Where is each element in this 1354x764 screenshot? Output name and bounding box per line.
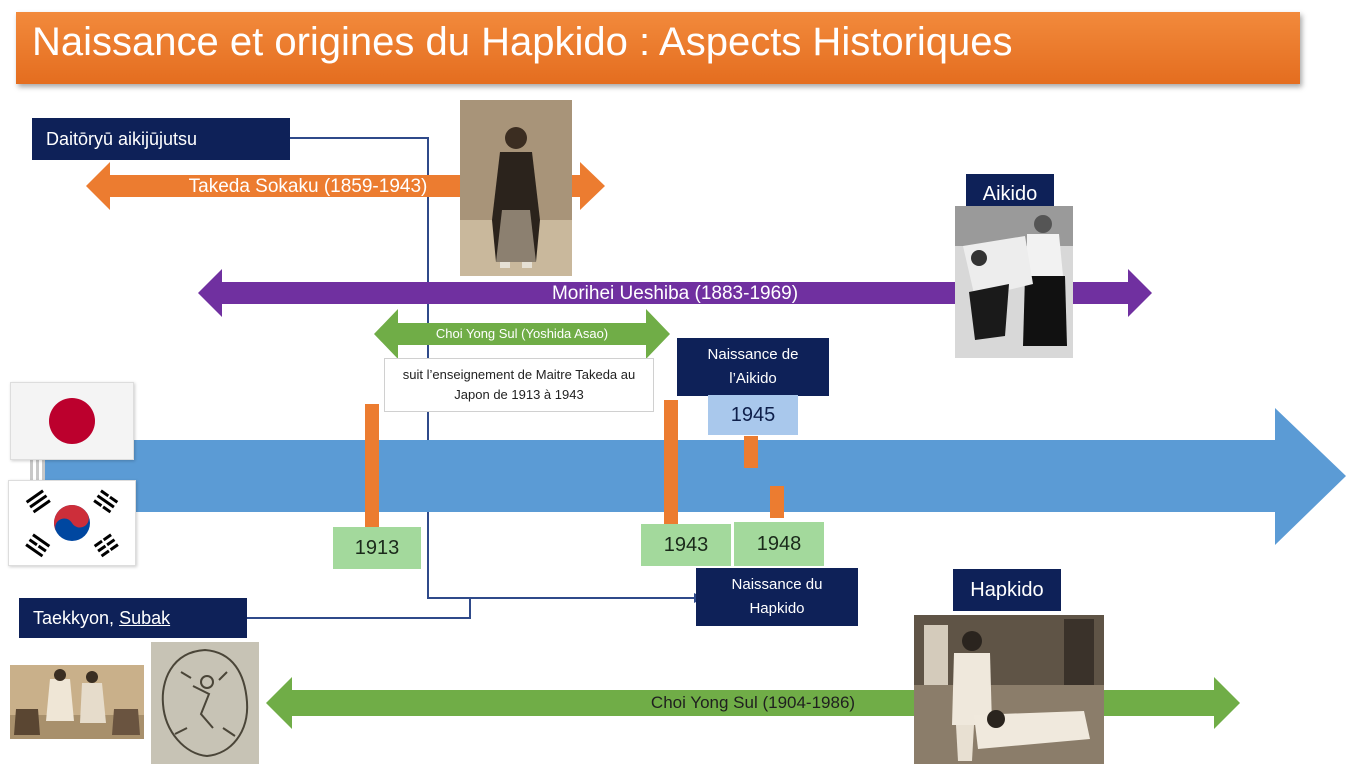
choi-yoshida-arrow [374, 309, 670, 359]
taekkyon-label: Taekkyon, Subak [19, 598, 247, 638]
photo-aikido-throw [955, 206, 1073, 358]
flag-south-korea-drawing [25, 489, 119, 558]
photo-hapkido-throw [914, 615, 1104, 764]
photo-takeda-sokaku [460, 100, 572, 276]
flag-pole [42, 458, 45, 482]
ueshiba-arrow [198, 269, 1152, 317]
photo-aikido-figures [955, 206, 1073, 358]
tick-1948 [770, 486, 784, 518]
tick-1913 [365, 404, 379, 528]
subak-link[interactable]: Subak [119, 607, 171, 628]
year-1913: 1913 [333, 527, 421, 569]
hapkido-label: Hapkido [953, 569, 1061, 611]
flag-japan-sun [49, 398, 95, 444]
year-1945: 1945 [708, 395, 798, 435]
takeda-arrow [86, 162, 605, 210]
note-box: suit l’enseignement de Maitre Takeda au … [384, 358, 654, 412]
flag-japan [10, 382, 134, 460]
photo-hapkido-figures [914, 615, 1104, 764]
tick-1945 [744, 436, 758, 468]
taekkyon-text: Taekkyon, [33, 607, 115, 628]
choi-life-arrow-label: Choi Yong Sul (1904-1986) [650, 693, 856, 712]
naissance-aikido-label: Naissance de l’Aikido [677, 338, 829, 396]
flag-pole [30, 458, 33, 482]
connector-taekkyon [246, 598, 471, 619]
photo-taekkyon-figures [10, 665, 144, 739]
flag-south-korea [8, 480, 136, 566]
year-1943: 1943 [641, 524, 731, 566]
photo-takeda-figure [460, 100, 572, 276]
ueshiba-arrow-label: Morihei Ueshiba (1883-1969) [551, 283, 799, 304]
illustration-subak [151, 642, 259, 764]
page-title: Naissance et origines du Hapkido : Aspec… [32, 20, 1013, 64]
tick-1943 [664, 400, 678, 524]
photo-taekkyon [10, 665, 144, 739]
choi-yoshida-arrow-label: Choi Yong Sul (Yoshida Asao) [435, 326, 609, 341]
daito-label: Daitōryū aikijūjutsu [32, 118, 290, 160]
takeda-arrow-label: Takeda Sokaku (1859-1943) [188, 176, 428, 197]
naissance-hapkido-label: Naissance du Hapkido [696, 568, 858, 626]
illustration-subak-drawing [151, 642, 259, 764]
title-bar: Naissance et origines du Hapkido : Aspec… [16, 12, 1300, 84]
year-1948: 1948 [734, 522, 824, 566]
flag-pole [36, 458, 39, 482]
